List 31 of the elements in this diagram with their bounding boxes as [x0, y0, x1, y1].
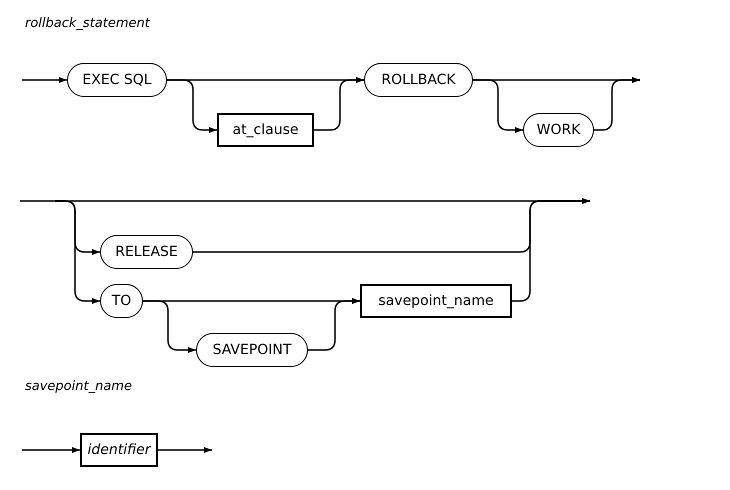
rule-title: rollback_statement — [25, 15, 150, 33]
node-text: identifier — [87, 440, 151, 460]
connector-arrow — [512, 198, 590, 302]
keyword-terminal — [364, 63, 473, 97]
connector-arrow — [167, 79, 217, 133]
keyword-terminal — [100, 284, 143, 318]
node-text: RELEASE — [115, 242, 178, 262]
keyword-terminal — [523, 113, 594, 147]
node-text: TO — [112, 292, 132, 310]
connector-arrow — [314, 77, 364, 131]
rule-reference — [360, 284, 512, 318]
node-text: savepoint_name — [378, 292, 494, 310]
node-text: WORK — [536, 120, 580, 140]
node-text: ROLLBACK — [381, 70, 456, 90]
connector-arrow — [308, 298, 360, 351]
keyword-terminal — [67, 63, 167, 97]
connector-arrow — [158, 447, 212, 453]
connector-arrow — [55, 200, 100, 304]
connector-arrow — [143, 300, 196, 353]
node-text: at_clause — [232, 120, 298, 140]
rule-reference — [217, 113, 314, 147]
node-text: SAVEPOINT — [212, 340, 292, 360]
connector-arrow — [594, 77, 640, 131]
node-text: EXEC SQL — [82, 70, 152, 90]
connector-arrow — [473, 79, 523, 133]
connector-arrow — [22, 77, 67, 83]
rule-reference — [80, 433, 158, 467]
rule-title: savepoint_name — [25, 378, 132, 396]
keyword-terminal — [196, 333, 308, 367]
connector-arrow — [22, 447, 80, 453]
keyword-terminal — [100, 235, 193, 269]
